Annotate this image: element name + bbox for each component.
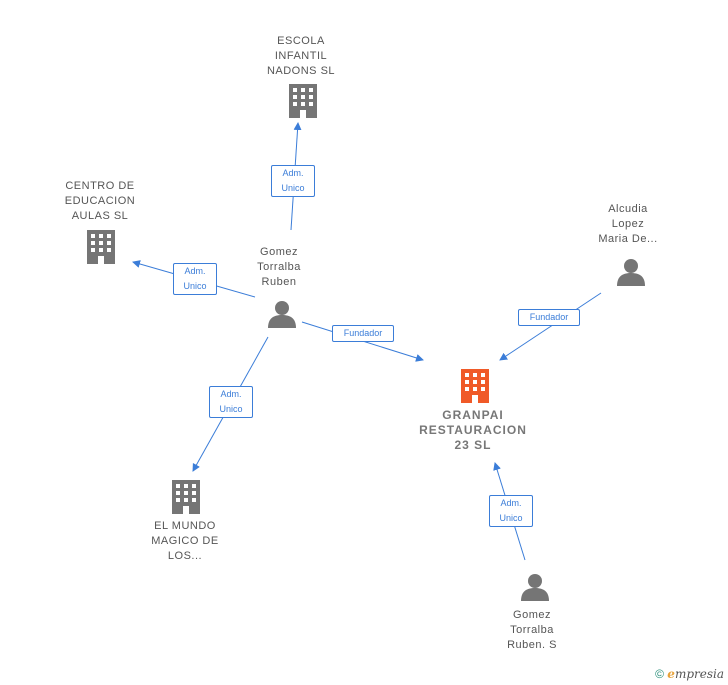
building-icon[interactable] [289,84,317,118]
person-icon[interactable] [521,574,549,601]
node-label-mundo[interactable]: EL MUNDO MAGICO DE LOS... [151,520,219,562]
building-icon[interactable] [172,480,200,514]
edge-label-to-centro: Adm. Unico [173,263,217,295]
brand-footer[interactable]: © empresia [655,667,724,681]
edge-label-to-mundo: Adm. Unico [209,386,253,418]
node-label-gomez-ruben[interactable]: Gomez Torralba Ruben [257,246,301,288]
copyright-icon: © [655,667,664,681]
person-icon[interactable] [268,301,296,328]
brand-logo: empresia [667,667,724,681]
building-icon-focus[interactable] [461,369,489,403]
edge-line-alcudia-granpai [499,292,602,361]
person-icon[interactable] [617,259,645,286]
node-label-alcudia[interactable]: Alcudia Lopez Maria De... [598,203,658,245]
node-label-escola[interactable]: ESCOLA INFANTIL NADONS SL [266,35,336,77]
edge-label-rubens-granpai: Adm. Unico [489,495,533,527]
node-label-granpai[interactable]: GRANPAI RESTAURACION 23 SL [419,408,527,452]
node-label-centro[interactable]: CENTRO DE EDUCACION AULAS SL [64,180,136,222]
node-label-gomez-ruben-s[interactable]: Gomez Torralba Ruben. S [507,609,557,651]
edge-label-ruben-granpai: Fundador [332,325,394,342]
building-icon[interactable] [87,230,115,264]
edge-label-alcudia-granpai: Fundador [518,309,580,326]
edge-label-to-escola: Adm. Unico [271,165,315,197]
